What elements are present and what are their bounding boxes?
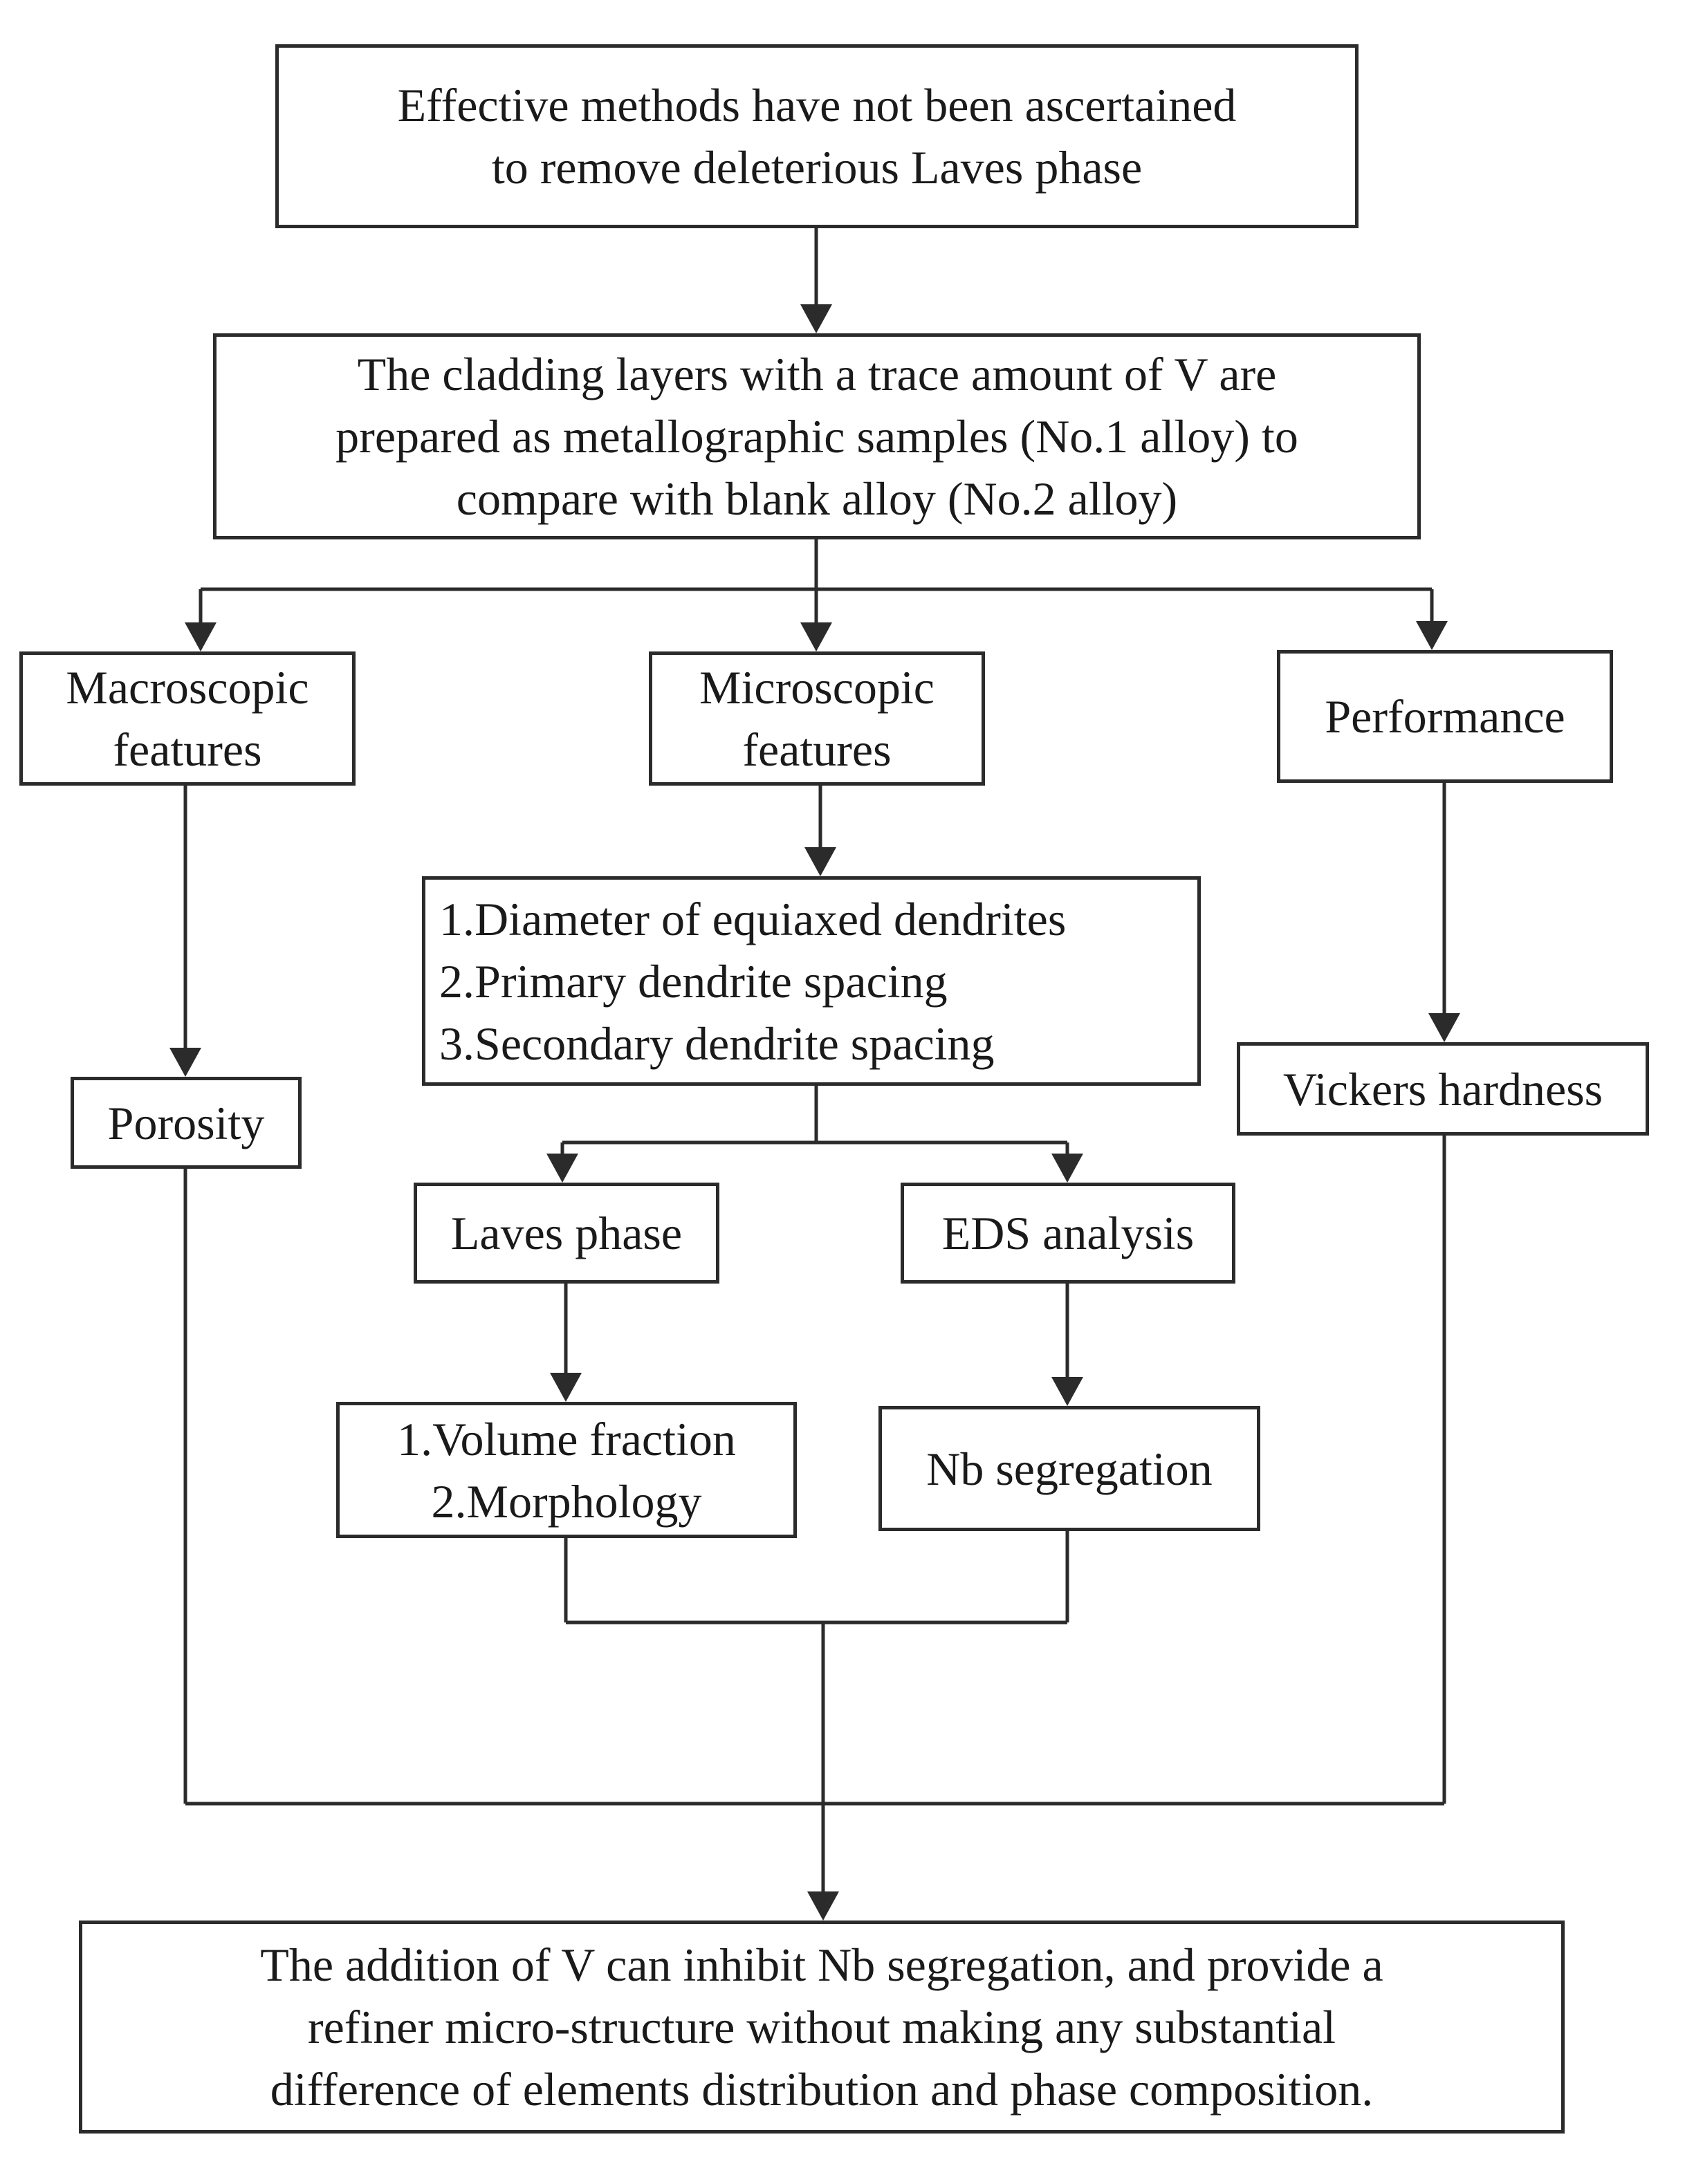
dendrite-measure-2: 2.Primary dendrite spacing: [439, 954, 948, 1008]
dendrite-measures-box: 1.Diameter of equiaxed dendrites 2.Prima…: [422, 876, 1201, 1086]
conclusion-text-line-3: difference of elements distribution and …: [270, 2063, 1374, 2116]
laves-measure-1: 1.Volume fraction: [397, 1412, 736, 1465]
problem-text-line-1: Effective methods have not been ascertai…: [397, 79, 1237, 131]
nb-segregation-box: Nb segregation: [878, 1406, 1260, 1531]
microscopic-text-line-1: Microscopic: [699, 661, 934, 714]
arrow-problem-to-preparation: [800, 228, 832, 333]
microscopic-text-line-2: features: [742, 723, 892, 776]
eds-analysis-text: EDS analysis: [941, 1207, 1195, 1259]
connector-merge-laves-nb: [564, 1531, 1069, 1804]
arrow-laves-to-measures: [550, 1284, 582, 1402]
preparation-text-line-1: The cladding layers with a trace amount …: [357, 348, 1277, 400]
sample-preparation-box: The cladding layers with a trace amount …: [213, 333, 1421, 539]
porosity-text: Porosity: [107, 1096, 265, 1149]
problem-box: Effective methods have not been ascertai…: [275, 44, 1359, 228]
arrow-to-conclusion: [807, 1804, 839, 1921]
performance-box: Performance: [1277, 650, 1613, 783]
vickers-text: Vickers hardness: [1282, 1062, 1603, 1116]
preparation-text-line-2: prepared as metallographic samples (No.1…: [335, 410, 1298, 463]
arrow-preparation-to-branches: [185, 539, 1448, 651]
porosity-box: Porosity: [71, 1077, 302, 1169]
conclusion-text-line-1: The addition of V can inhibit Nb segrega…: [260, 1938, 1383, 1991]
arrow-macroscopic-to-porosity: [169, 786, 201, 1077]
arrow-eds-to-nb: [1051, 1284, 1083, 1406]
connector-merge-porosity-vickers: [183, 1136, 1446, 1806]
arrow-microscopic-to-dendrites: [804, 786, 836, 876]
vickers-hardness-box: Vickers hardness: [1237, 1042, 1649, 1136]
dendrite-measure-3: 3.Secondary dendrite spacing: [439, 1017, 995, 1070]
arrow-performance-to-vickers: [1428, 783, 1460, 1042]
microscopic-features-box: Microscopic features: [649, 651, 985, 786]
problem-text-line-2: to remove deleterious Laves phase: [491, 141, 1143, 194]
macroscopic-text-line-1: Macroscopic: [66, 661, 309, 714]
laves-measures-box: 1.Volume fraction 2.Morphology: [336, 1402, 797, 1538]
nb-segregation-text: Nb segregation: [926, 1442, 1213, 1495]
macroscopic-features-box: Macroscopic features: [19, 651, 356, 786]
laves-phase-text: Laves phase: [450, 1207, 683, 1259]
conclusion-text-line-2: refiner micro-structure without making a…: [307, 2001, 1336, 2053]
laves-phase-box: Laves phase: [414, 1183, 719, 1284]
dendrite-measure-1: 1.Diameter of equiaxed dendrites: [439, 892, 1067, 945]
arrow-dendrites-to-laves-eds: [546, 1086, 1083, 1183]
eds-analysis-box: EDS analysis: [901, 1183, 1235, 1284]
preparation-text-line-3: compare with blank alloy (No.2 alloy): [456, 472, 1178, 525]
laves-measure-2: 2.Morphology: [431, 1474, 702, 1528]
performance-text: Performance: [1325, 690, 1565, 743]
conclusion-box: The addition of V can inhibit Nb segrega…: [79, 1921, 1565, 2134]
macroscopic-text-line-2: features: [113, 723, 262, 776]
